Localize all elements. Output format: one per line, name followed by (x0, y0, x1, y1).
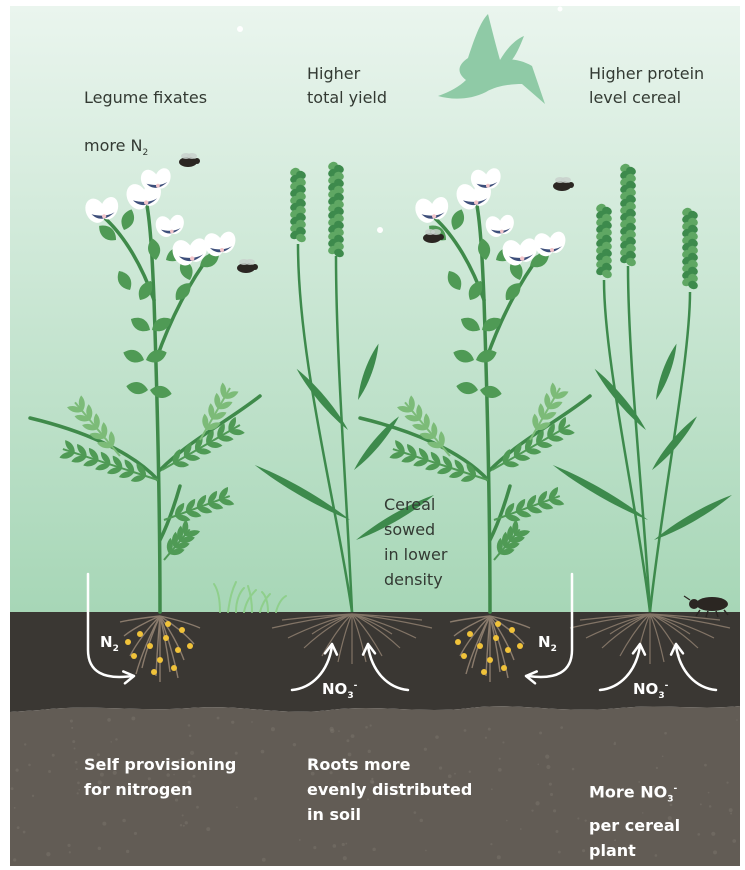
flower-bud (432, 214, 436, 218)
n2-label-left: N2 (100, 633, 119, 658)
bee-head (438, 234, 444, 240)
nitrogen-nodule (481, 669, 487, 675)
sparkle (558, 7, 563, 12)
flower-bud (500, 230, 504, 234)
nitrogen-nodule (187, 643, 193, 649)
n2-subscript: 2 (113, 644, 119, 654)
legume-label-subscript: 2 (143, 148, 149, 158)
nitrogen-nodule (461, 653, 467, 659)
nitrogen-nodule (125, 639, 131, 645)
nitrogen-nodule (467, 631, 473, 637)
legume-label-line1: Legume fixates (84, 88, 207, 107)
nitrogen-nodule (163, 635, 169, 641)
protein-label: Higher protein level cereal (589, 62, 704, 110)
flower-bud (102, 214, 106, 218)
legume-label-line2: more N (84, 136, 143, 155)
no3-subscript: 3 (658, 691, 664, 701)
nitrogen-nodule (131, 653, 137, 659)
nitrogen-nodule (505, 647, 511, 653)
nitrogen-nodule (151, 669, 157, 675)
nitrogen-nodule (517, 643, 523, 649)
nitrogen-nodule (501, 665, 507, 671)
self-provisioning-label: Self provisioning for nitrogen (84, 752, 236, 802)
bee-wing (431, 229, 441, 235)
n2-label-right: N2 (538, 633, 557, 658)
flower-bud (550, 248, 554, 252)
no3-charge: - (354, 681, 358, 691)
bee-wing (245, 259, 255, 265)
more-no3-charge: - (673, 784, 677, 794)
nitrogen-nodule (175, 647, 181, 653)
flower-bud (156, 184, 160, 188)
wheat-ear (327, 160, 345, 260)
no3-base: NO (322, 680, 347, 698)
more-no3-prefix: More NO (589, 782, 667, 801)
flower-bud (486, 184, 490, 188)
more-no3-rest: per cereal plant (589, 816, 680, 860)
sparkle (377, 227, 383, 233)
no3-charge: - (665, 681, 669, 691)
no3-label-left: NO3- (322, 677, 357, 705)
no3-label-right: NO3- (633, 677, 668, 705)
more-no3-subscript: 3 (667, 795, 673, 805)
nitrogen-nodule (147, 643, 153, 649)
flower-bud (520, 256, 524, 260)
no3-base: NO (633, 680, 658, 698)
more-no3-label: More NO3- per cereal plant (589, 752, 680, 863)
n2-subscript: 2 (551, 644, 557, 654)
legume-label: Legume fixates more N2 (84, 62, 207, 165)
n2-base: N (100, 633, 113, 651)
bee-head (568, 182, 574, 188)
nitrogen-nodule (157, 657, 163, 663)
nitrogen-nodule (477, 643, 483, 649)
nitrogen-nodule (455, 639, 461, 645)
nitrogen-nodule (493, 635, 499, 641)
nitrogen-nodule (165, 621, 171, 627)
roots-distribution-label: Roots more evenly distributed in soil (307, 752, 472, 827)
nitrogen-nodule (171, 665, 177, 671)
flower-bud (474, 200, 478, 204)
bee-wing (561, 177, 571, 183)
flower-bud (144, 200, 148, 204)
sparkle (237, 26, 243, 32)
nitrogen-nodule (137, 631, 143, 637)
density-label: Cereal sowed in lower density (384, 492, 447, 592)
flower-bud (190, 256, 194, 260)
nitrogen-nodule (509, 627, 515, 633)
flower-bud (170, 230, 174, 234)
yield-label: Higher total yield (307, 62, 387, 110)
bee-head (252, 264, 258, 270)
nitrogen-nodule (487, 657, 493, 663)
n2-base: N (538, 633, 551, 651)
no3-subscript: 3 (347, 691, 353, 701)
nitrogen-nodule (495, 621, 501, 627)
nitrogen-nodule (179, 627, 185, 633)
flower-bud (220, 248, 224, 252)
